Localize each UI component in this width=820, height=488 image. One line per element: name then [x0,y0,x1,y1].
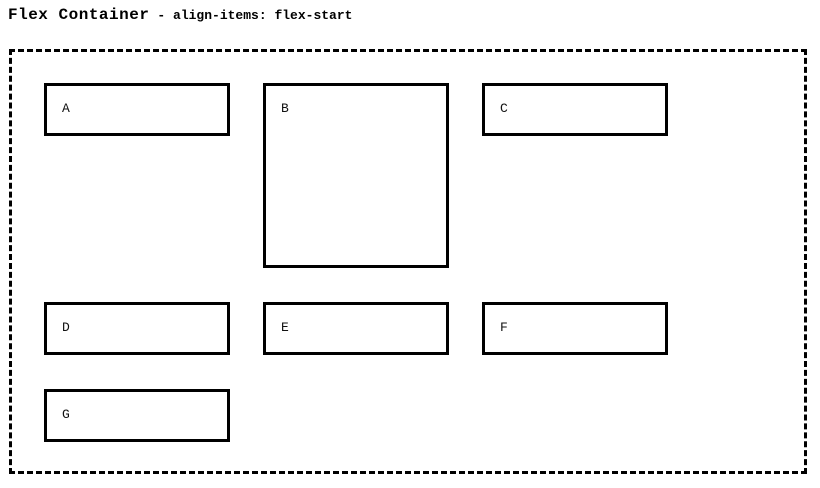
flex-item-b: B [263,83,449,268]
flex-item-a: A [44,83,230,136]
page-header: Flex Container - align-items: flex-start [8,6,352,24]
flex-item-g: G [44,389,230,442]
page-subtitle: - align-items: flex-start [157,8,353,23]
flex-item-c: C [482,83,668,136]
flex-item-e: E [263,302,449,355]
flex-item-d: D [44,302,230,355]
flex-container: A B C D E F G [9,49,807,474]
flex-item-f: F [482,302,668,355]
page-title: Flex Container [8,6,150,24]
